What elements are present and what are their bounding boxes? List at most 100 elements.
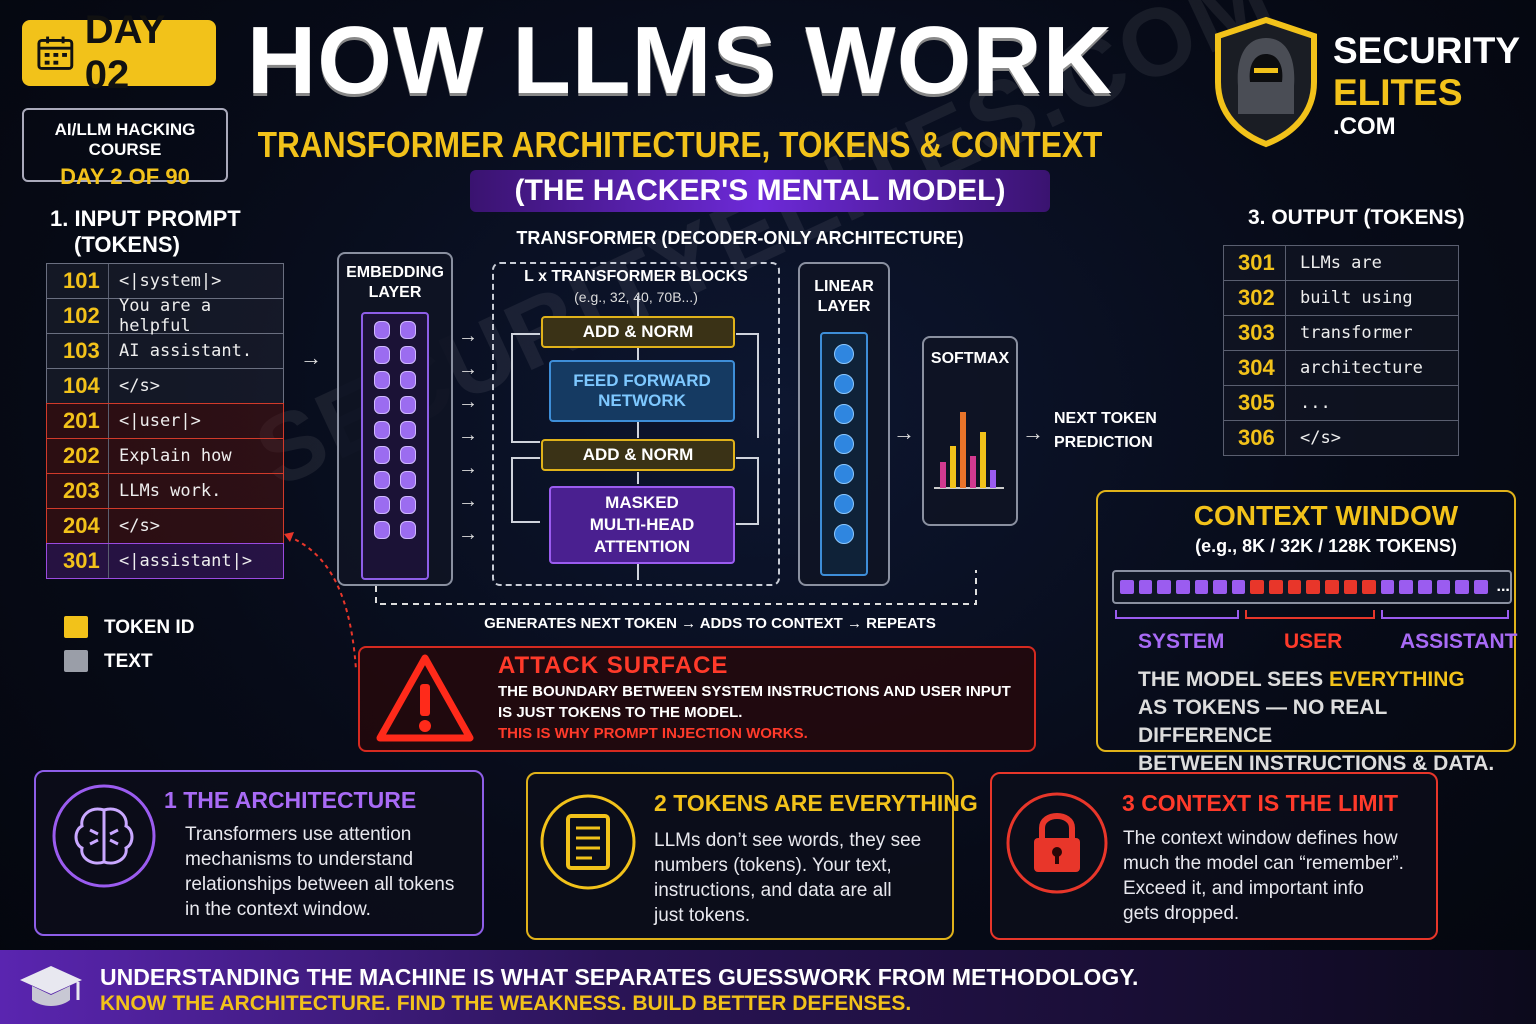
- context-label-user: USER: [1284, 630, 1343, 653]
- brand-domain: .COM: [1333, 113, 1396, 140]
- context-label-assistant: ASSISTANT: [1400, 630, 1518, 653]
- input-token-row: 102 You are a helpful: [46, 296, 284, 336]
- linear-label-line1: LINEAR: [814, 278, 874, 295]
- next-token-label-line2: PREDICTION: [1054, 434, 1153, 451]
- attack-surface-panel: [358, 646, 1036, 752]
- flow-arrow: →: [458, 325, 478, 347]
- linear-neuron: [834, 374, 854, 394]
- token-text: <|assistant|>: [119, 551, 253, 571]
- card-2-num: 2: [654, 790, 667, 816]
- warning-triangle-icon: [376, 654, 474, 742]
- context-desc-line3: BETWEEN INSTRUCTIONS & DATA.: [1138, 752, 1495, 775]
- token-id: 301: [1224, 246, 1286, 280]
- flow-arrow: →: [458, 391, 478, 413]
- linear-neuron: [834, 404, 854, 424]
- card-2-title-text: TOKENS ARE EVERYTHING: [673, 790, 978, 816]
- token-text: You are a helpful: [119, 296, 212, 336]
- embedding-cell: [374, 421, 390, 439]
- hooded-hacker-logo-icon: [1215, 16, 1317, 148]
- softmax-to-output-arrow: →: [1022, 420, 1044, 445]
- context-token-cell: [1418, 580, 1432, 594]
- input-token-row: 204 </s>: [46, 508, 284, 544]
- context-token-cell: [1175, 580, 1190, 594]
- card-1-line: relationships between all tokens: [185, 874, 455, 895]
- embedding-cell: [374, 496, 390, 514]
- linear-label-line2: LAYER: [817, 298, 871, 315]
- embedding-vector: [363, 446, 427, 464]
- card-3-line: The context window defines how: [1123, 828, 1398, 849]
- context-ellipsis: ...: [1496, 578, 1510, 595]
- day-badge: DAY 02: [22, 8, 216, 97]
- card-1-line: mechanisms to understand: [185, 849, 414, 870]
- token-id: 102: [47, 299, 109, 333]
- legend-label-token-id: TOKEN ID: [104, 617, 195, 638]
- token-id: 204: [47, 509, 109, 543]
- brand-name-line2: ELITES: [1333, 72, 1463, 113]
- token-text: Explain how: [119, 446, 232, 466]
- linear-neuron: [834, 464, 854, 484]
- card-architecture: [34, 770, 484, 936]
- card-2-title: 2 TOKENS ARE EVERYTHING: [654, 790, 978, 817]
- embedding-cell: [374, 446, 390, 464]
- context-label-system: SYSTEM: [1138, 630, 1225, 653]
- output-token-row: 306 </s>: [1223, 420, 1459, 456]
- legend-label-text: TEXT: [104, 651, 153, 672]
- input-arrow: →: [300, 345, 322, 370]
- card-1-title: 1 THE ARCHITECTURE: [164, 787, 416, 814]
- token-id: 306: [1224, 421, 1286, 455]
- card-3-line: much the model can “remember”.: [1123, 853, 1404, 874]
- graduation-cap-icon: [20, 966, 82, 1006]
- course-day: DAY 2 OF 90: [60, 164, 190, 189]
- embedding-cell: [400, 321, 416, 339]
- embedding-cell: [400, 446, 416, 464]
- context-token-cell: [1194, 580, 1209, 594]
- input-title-line2: (TOKENS): [74, 232, 180, 257]
- token-text: </s>: [119, 516, 160, 536]
- footer-banner: [0, 950, 1536, 1024]
- context-description: THE MODEL SEES EVERYTHING AS TOKENS — NO…: [1138, 666, 1518, 778]
- legend-swatch-token-id: [64, 616, 88, 638]
- context-token-cell: [1380, 580, 1395, 594]
- page-title: HOW LLMS WORK: [246, 7, 1114, 114]
- token-text: </s>: [119, 376, 160, 396]
- embedding-cell: [374, 471, 390, 489]
- card-3-title-text: CONTEXT IS THE LIMIT: [1141, 790, 1399, 816]
- context-token-cell: [1399, 580, 1413, 594]
- transformer-blocks-frame: [492, 262, 780, 586]
- embedding-vector: [363, 321, 427, 339]
- embedding-cell: [374, 321, 390, 339]
- embedding-vector: [363, 396, 427, 414]
- token-id: 202: [47, 439, 109, 473]
- legend-swatch-text: [64, 650, 88, 672]
- footer-line2: KNOW THE ARCHITECTURE. FIND THE WEAKNESS…: [100, 992, 912, 1015]
- card-tokens: [526, 772, 954, 940]
- course-name: AI/LLM HACKING COURSE: [54, 120, 196, 159]
- card-2-line: LLMs don’t see words, they see: [654, 830, 922, 851]
- token-id: 301: [47, 544, 109, 578]
- card-1-line: in the context window.: [185, 899, 371, 920]
- context-token-cell: [1362, 580, 1376, 594]
- context-desc-line2: AS TOKENS — NO REAL DIFFERENCE: [1138, 696, 1387, 747]
- token-id: 101: [47, 264, 109, 298]
- ffn-line2: NETWORK: [598, 391, 686, 410]
- attn-line1: MASKED: [605, 493, 679, 512]
- blocks-subtitle: (e.g., 32, 40, 70B...): [574, 289, 698, 305]
- attn-line2: MULTI-HEAD: [589, 515, 695, 534]
- feed-forward-network: FEED FORWARD NETWORK: [549, 360, 735, 422]
- next-token-label-line1: NEXT TOKEN: [1054, 410, 1157, 427]
- context-token-cell: [1231, 580, 1246, 594]
- flow-arrow: →: [458, 523, 478, 545]
- attack-surface-title: ATTACK SURFACE: [498, 652, 729, 679]
- flow-arrow: →: [458, 424, 478, 446]
- lock-icon: [1006, 792, 1108, 894]
- card-1-num: 1: [164, 787, 177, 813]
- embedding-cell: [374, 396, 390, 414]
- generation-loop-path: [284, 532, 977, 671]
- embedding-cell: [400, 521, 416, 539]
- probability-chart-icon: [934, 412, 1004, 489]
- token-text: </s>: [1300, 428, 1341, 448]
